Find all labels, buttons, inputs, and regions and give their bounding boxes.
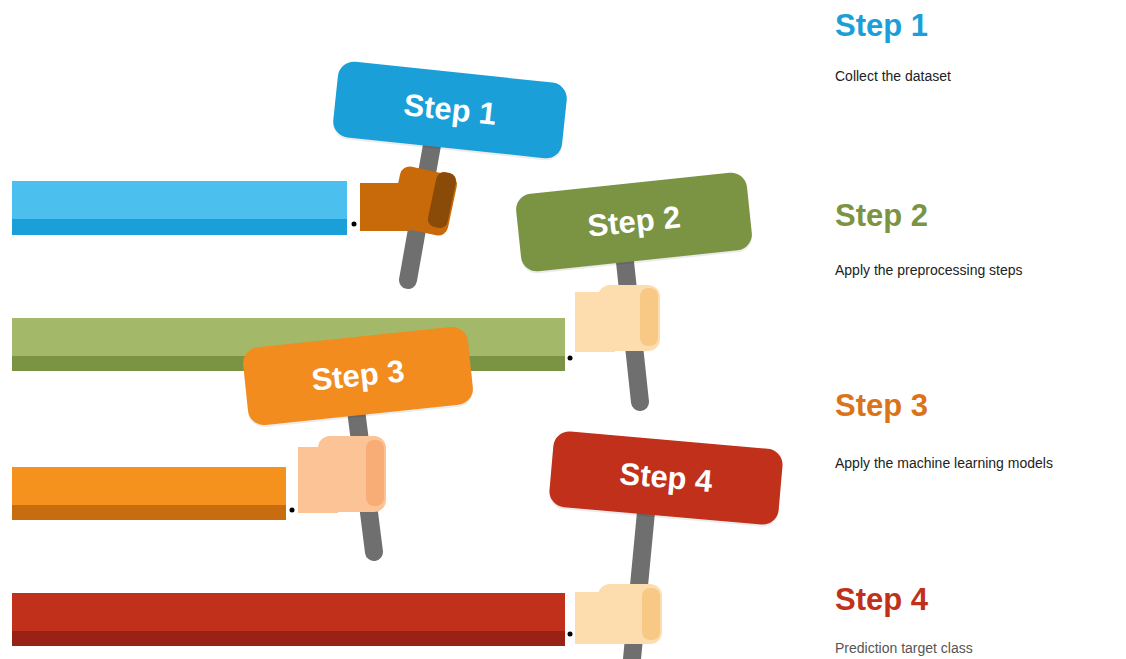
orange-bar (12, 467, 286, 505)
step-description: Collect the dataset (835, 68, 951, 84)
hand-shade (426, 171, 457, 230)
blue-bar (12, 181, 347, 219)
step-description: Apply the preprocessing steps (835, 262, 1023, 278)
step-sign: Step 4 (548, 430, 784, 526)
hand (389, 165, 459, 238)
step-sign-label: Step 4 (618, 456, 714, 500)
hand (598, 584, 662, 644)
hand (598, 285, 660, 351)
step-heading: Step 2 (835, 198, 928, 234)
blue-bar-shade (12, 219, 347, 235)
cuff-dot (568, 632, 573, 637)
step-sign-label: Step 3 (310, 353, 406, 399)
step-sign-label: Step 1 (402, 87, 498, 133)
step-sign: Step 2 (515, 171, 754, 273)
step-heading: Step 3 (835, 388, 928, 424)
step-sign-label: Step 2 (586, 199, 682, 245)
step-description: Apply the machine learning models (835, 455, 1053, 471)
hand (318, 436, 386, 512)
orange-bar-shade (12, 505, 286, 520)
cuff-dot (568, 356, 573, 361)
step-heading: Step 4 (835, 582, 928, 618)
step-sign: Step 1 (332, 60, 569, 160)
red-bar-shade (12, 631, 565, 646)
step-heading: Step 1 (835, 8, 928, 44)
hand-shade (640, 288, 658, 346)
red-bar (12, 593, 565, 631)
hand-shade (642, 588, 660, 640)
hand-shade (366, 440, 384, 506)
cuff-dot (290, 508, 295, 513)
cuff-dot (352, 222, 357, 227)
step-description: Prediction target class (835, 640, 973, 656)
